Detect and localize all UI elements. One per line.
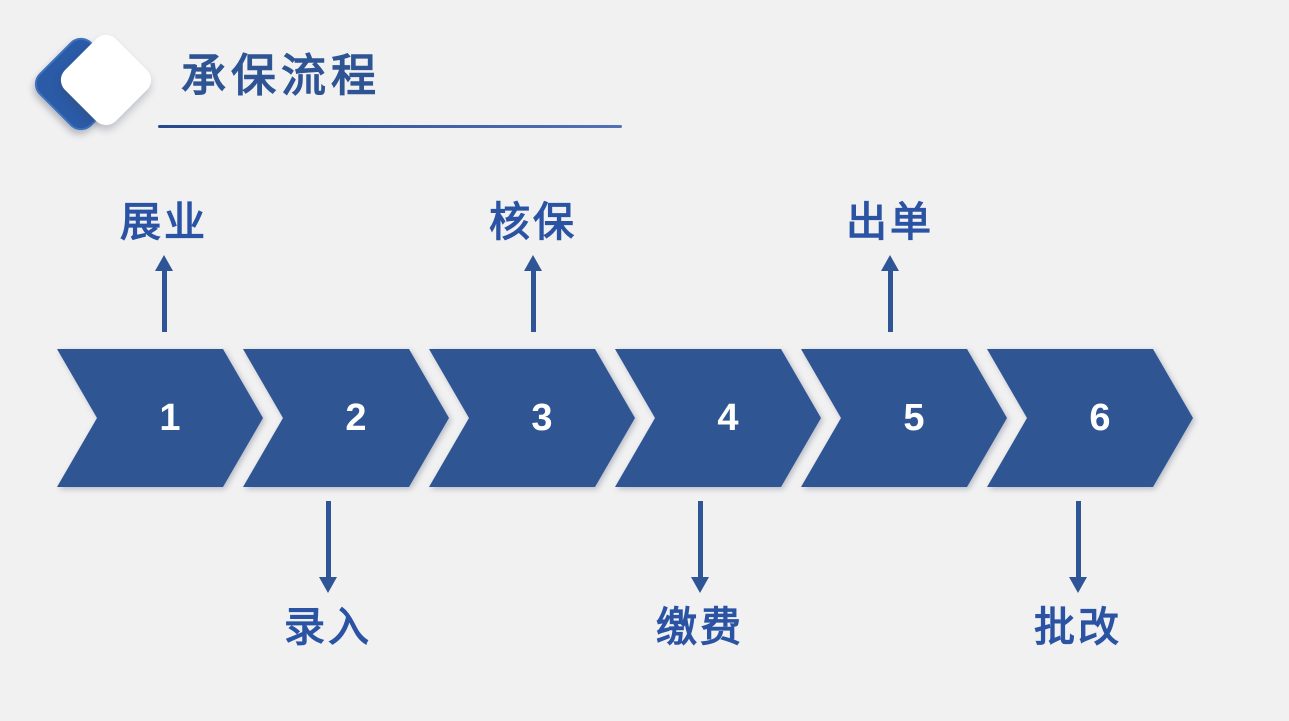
arrow-up-icon	[880, 255, 900, 332]
step-1-number: 1	[159, 397, 181, 439]
step-3-number: 3	[531, 397, 553, 439]
arrow-down-icon	[1068, 501, 1088, 593]
arrow-up-icon	[523, 255, 543, 332]
step-1-label: 展业	[120, 199, 208, 245]
step-6-number: 6	[1089, 397, 1111, 439]
process-step-3-shape: 3	[429, 349, 635, 487]
process-step-1-shape: 1	[57, 349, 263, 487]
step-5-number: 5	[903, 397, 925, 439]
step-2-label: 录入	[284, 604, 372, 650]
process-step-5-shape: 5	[801, 349, 1007, 487]
step-6-label: 批改	[1034, 604, 1122, 650]
arrow-down-icon	[690, 501, 710, 593]
step-4-label: 缴费	[656, 604, 744, 650]
step-2-number: 2	[345, 397, 367, 439]
arrow-down-icon	[318, 501, 338, 593]
page-title: 承保流程	[181, 50, 382, 101]
step-5-label: 出单	[846, 199, 934, 245]
step-3-label: 核保	[489, 199, 577, 245]
process-step-2-shape: 2	[243, 349, 449, 487]
step-4-number: 4	[717, 397, 739, 439]
process-step-6-shape: 6	[987, 349, 1193, 487]
arrow-up-icon	[154, 255, 174, 332]
title-underline	[158, 125, 622, 128]
process-step-4-shape: 4	[615, 349, 821, 487]
